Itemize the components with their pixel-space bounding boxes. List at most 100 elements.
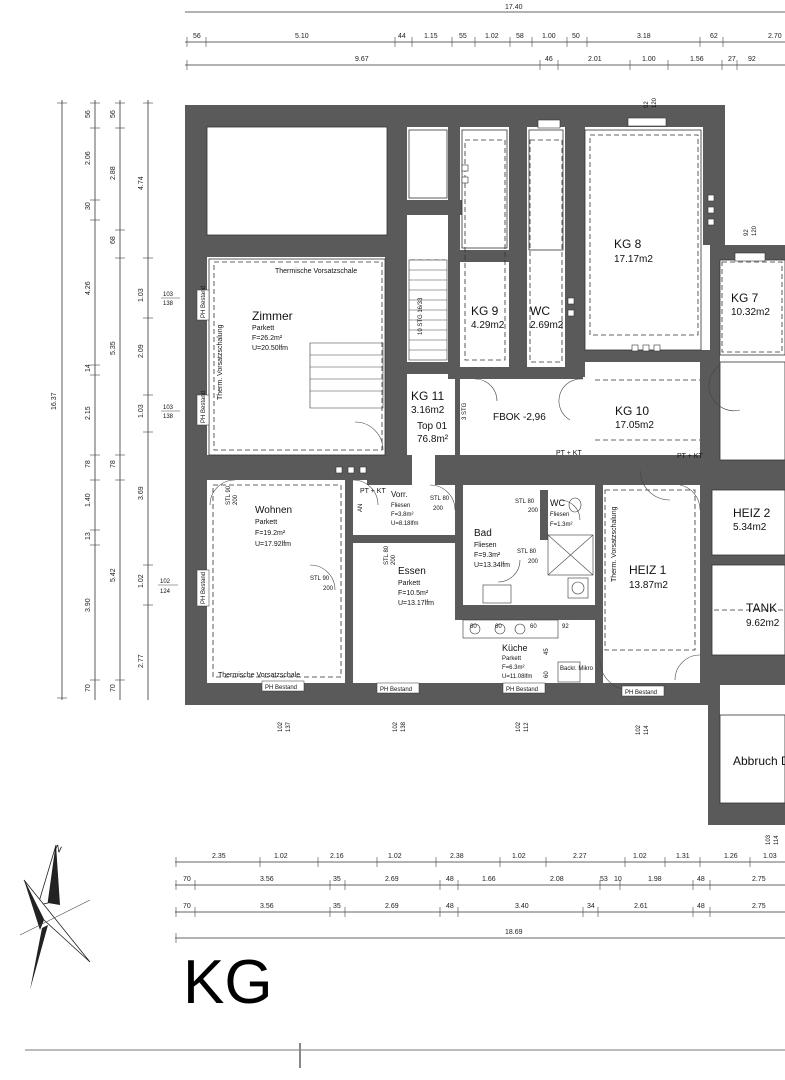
top-dim: 1.56 xyxy=(690,56,704,63)
top-total-dim: 17.40 xyxy=(505,4,523,11)
kitchen-dim: 92 xyxy=(562,624,569,630)
window-dim: 103 xyxy=(766,834,772,845)
essen-floor: Parkett xyxy=(398,580,420,587)
kitchen-dim: 60 xyxy=(470,624,477,630)
room-wohnen: Wohnen xyxy=(255,505,292,516)
vorr-area: F=3.8m² xyxy=(391,512,414,518)
left-dim: 2.06 xyxy=(85,151,92,165)
room-essen: Essen xyxy=(398,566,426,577)
door-height: 200 xyxy=(391,554,397,565)
room-outlines xyxy=(206,126,785,804)
wohnen-floor: Parkett xyxy=(255,519,277,526)
ph-bestand: PH Bestand xyxy=(625,690,657,696)
door-height: 200 xyxy=(323,586,334,592)
window-dim: 137 xyxy=(286,721,292,732)
kueche-area: F=6.3m² xyxy=(502,665,525,671)
bad-area: F=9.3m² xyxy=(474,552,501,559)
left-dim: 30 xyxy=(85,202,92,210)
window-dim: 102 xyxy=(393,721,399,732)
top-dim: 2.70 xyxy=(768,33,782,40)
top-dim: 1.15 xyxy=(424,33,438,40)
window-dim: 114 xyxy=(644,725,650,735)
wc-lower-floor: Fliesen xyxy=(550,512,569,518)
top-dim: 27 xyxy=(728,56,736,63)
left-dim: 13 xyxy=(85,532,92,540)
left-dim: 78 xyxy=(85,460,92,468)
ph-bestand: PH Bestand xyxy=(380,687,412,693)
zimmer-perimeter: U=20.50lfm xyxy=(252,345,288,352)
bottom-dim: 35 xyxy=(333,903,341,910)
top-dim: 55 xyxy=(459,33,467,40)
room-vorr: Vorr. xyxy=(391,490,407,499)
room-heiz1: HEIZ 1 xyxy=(629,563,667,577)
room-heiz2: HEIZ 2 xyxy=(733,506,771,520)
top-dim: 3.18 xyxy=(637,33,651,40)
window-dim: 120 xyxy=(752,225,758,236)
bottom-dim: 1.02 xyxy=(388,853,402,860)
heiz1-side-note: Therm. Vorsatzschalung xyxy=(611,506,618,582)
kitchen-dim: 45 xyxy=(544,648,550,655)
left-dim: 1.40 xyxy=(85,493,92,507)
left-dim: 70 xyxy=(110,684,117,692)
window-dim: 92 xyxy=(644,101,650,108)
kitchen-dim: 60 xyxy=(530,624,537,630)
stl-label: STL 90 xyxy=(310,576,330,582)
pt-kt-2: PT + KT xyxy=(677,453,703,460)
bottom-dim: 3.40 xyxy=(515,903,529,910)
door-height: 200 xyxy=(233,494,239,505)
ph-bestand: PH Bestand xyxy=(201,286,207,318)
left-dim: 1.03 xyxy=(138,404,145,418)
top-dim: 50 xyxy=(572,33,580,40)
left-dim: 2.77 xyxy=(138,654,145,668)
door-height: 200 xyxy=(433,506,444,512)
floor-label: KG xyxy=(183,948,273,1017)
room-zimmer: Zimmer xyxy=(252,309,293,323)
room-abbruch: Abbruch D xyxy=(733,754,785,768)
left-dim: 1.03 xyxy=(138,288,145,302)
left-dim: 1.02 xyxy=(138,574,145,588)
kueche-floor: Parkett xyxy=(502,656,521,662)
left-dim: 4.26 xyxy=(85,281,92,295)
left-dim: 3.90 xyxy=(85,598,92,612)
top-dim: 2.01 xyxy=(588,56,602,63)
essen-area: F=10.5m² xyxy=(398,590,429,597)
walls xyxy=(185,105,785,825)
left-dim: 2.15 xyxy=(85,406,92,420)
left-dim: 70 xyxy=(85,684,92,692)
room-kueche: Küche xyxy=(502,643,528,653)
window-dim: 138 xyxy=(401,721,407,732)
window-dim: 120 xyxy=(652,97,658,108)
kitchen-counter: 60 60 60 92 45 60 Backr. Mikro xyxy=(462,619,594,683)
zimmer-floor: Parkett xyxy=(252,325,274,332)
bottom-dim: 48 xyxy=(446,903,454,910)
ph-bestand-labels: PH Bestand PH Bestand PH Bestand PH Best… xyxy=(196,286,665,697)
fbok-label: FBOK -2,96 xyxy=(493,412,546,423)
bathroom-fixtures xyxy=(482,497,594,604)
tank-area: 9.62m2 xyxy=(746,618,780,629)
bottom-dim: 48 xyxy=(697,903,705,910)
window-dim: 102 xyxy=(636,724,642,735)
top-dim: 1.00 xyxy=(542,33,556,40)
bottom-dim: 1.26 xyxy=(724,853,738,860)
top-dim: 58 xyxy=(516,33,524,40)
left-total-dim: 16.37 xyxy=(51,392,58,410)
top-dim: 9.67 xyxy=(355,56,369,63)
kueche-perimeter: U=11.08lfm xyxy=(502,674,532,680)
bottom-dim: 1.02 xyxy=(274,853,288,860)
vorr-floor: Fliesen xyxy=(391,503,410,509)
bottom-dim: 2.69 xyxy=(385,876,399,883)
wc-lower-area: F=1.3m² xyxy=(550,522,573,528)
kg11-area: 3.16m2 xyxy=(411,405,445,416)
room-kg11: KG 11 xyxy=(411,389,444,403)
top-dim: 62 xyxy=(710,33,718,40)
ph-bestand: PH Bestand xyxy=(265,685,297,691)
left-dim: 56 xyxy=(110,110,117,118)
left-dim: 78 xyxy=(110,460,117,468)
bottom-dim: 2.69 xyxy=(385,903,399,910)
window-dim: 138 xyxy=(163,301,174,307)
room-wc-lower: WC xyxy=(550,498,565,508)
bottom-dim: 48 xyxy=(697,876,705,883)
kg9-area: 4.29m2 xyxy=(471,320,505,331)
kg8-area: 17.17m2 xyxy=(614,254,653,265)
bad-floor: Fliesen xyxy=(474,542,497,549)
